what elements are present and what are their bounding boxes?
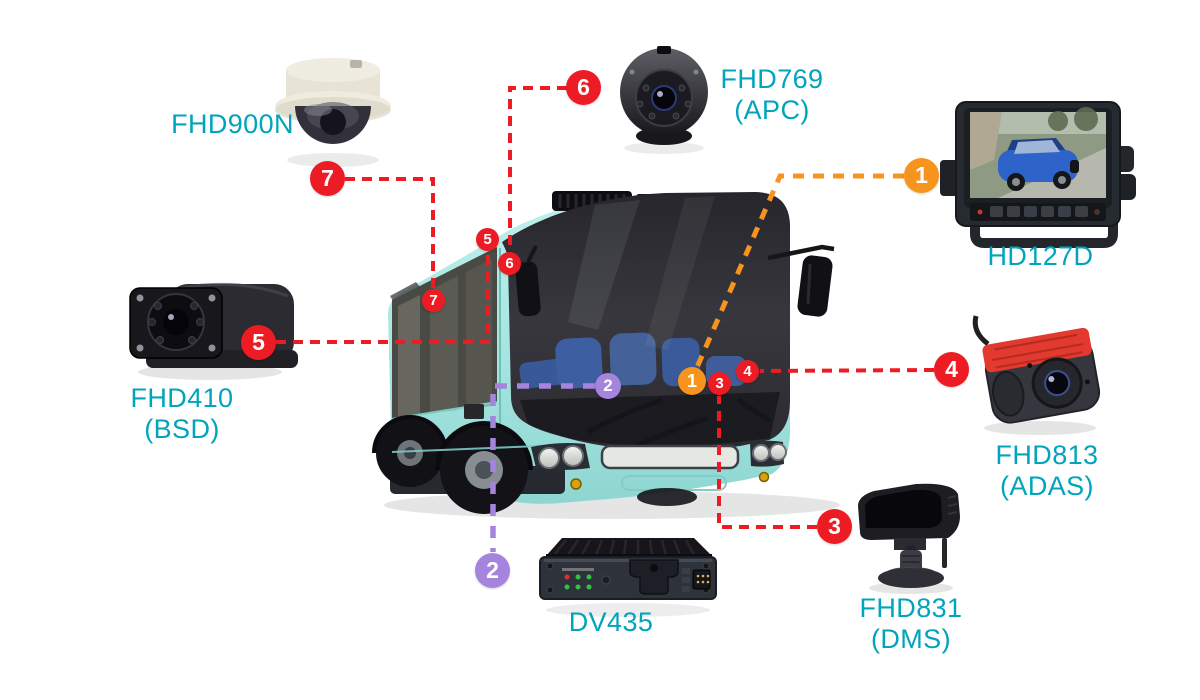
- fhd813-adas-camera-image: [972, 315, 1101, 435]
- bus-seats: [519, 332, 746, 389]
- marker-7-on-bus: 7: [422, 289, 445, 312]
- label-fhd769-model: FHD769: [720, 64, 824, 94]
- monitor-screen: [970, 107, 1106, 198]
- marker-2-on-bus: 2: [595, 373, 621, 399]
- label-dv435-model: DV435: [568, 607, 654, 637]
- connection-lines: [276, 86, 935, 552]
- label-fhd813-function: (ADAS): [1000, 471, 1094, 501]
- line-5-bsd: [276, 252, 490, 344]
- label-hd127d-model: HD127D: [987, 241, 1094, 271]
- fhd900n-dome-camera-image: [275, 58, 391, 167]
- marker-3-large: 3: [817, 509, 852, 544]
- label-fhd410-model: FHD410: [130, 383, 234, 413]
- marker-6-large: 6: [566, 70, 601, 105]
- label-fhd410-function: (BSD): [144, 414, 220, 444]
- marker-3-on-bus: 3: [708, 372, 731, 395]
- label-fhd831-function: (DMS): [871, 624, 951, 654]
- label-fhd813-model: FHD813: [995, 440, 1099, 470]
- label-fhd900n: FHD900N: [140, 109, 325, 140]
- label-fhd410: FHD410 (BSD): [102, 383, 262, 445]
- label-fhd900n-model: FHD900N: [171, 109, 294, 139]
- marker-6-on-bus: 6: [498, 252, 521, 275]
- line-1-monitor: [692, 173, 904, 373]
- line-6-apc: [508, 86, 567, 251]
- line-7-dome: [345, 177, 435, 288]
- label-fhd769: FHD769 (APC): [697, 64, 847, 126]
- hd127d-monitor-image: [940, 101, 1136, 248]
- marker-5-on-bus: 5: [476, 228, 499, 251]
- bus-illustration: [372, 191, 840, 519]
- marker-1-on-bus: 1: [678, 367, 706, 395]
- label-fhd813: FHD813 (ADAS): [966, 440, 1128, 502]
- label-dv435: DV435: [531, 607, 691, 638]
- marker-5-large: 5: [241, 325, 276, 360]
- label-fhd831-model: FHD831: [859, 593, 963, 623]
- label-hd127d: HD127D: [958, 241, 1123, 272]
- label-fhd831: FHD831 (DMS): [830, 593, 992, 655]
- label-fhd769-function: (APC): [734, 95, 810, 125]
- dv435-mdvr-image: [539, 538, 717, 617]
- line-2-dvr: [490, 383, 595, 552]
- marker-1-large: 1: [904, 158, 939, 193]
- marker-4-on-bus: 4: [736, 360, 759, 383]
- line-4-adas: [759, 368, 935, 373]
- marker-4-large: 4: [934, 352, 969, 387]
- fhd831-dms-camera-image: [858, 483, 960, 594]
- marker-7-large: 7: [310, 161, 345, 196]
- fhd769-dome-camera-image: [620, 46, 708, 154]
- marker-2-large: 2: [475, 553, 510, 588]
